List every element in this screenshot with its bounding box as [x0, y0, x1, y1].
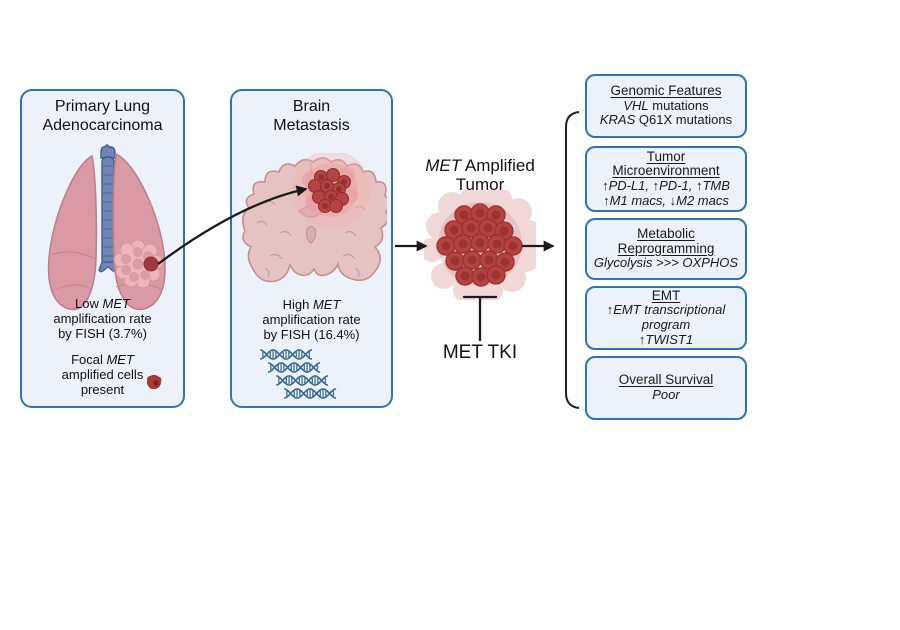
inhibition-symbol: [462, 295, 498, 342]
panel-lung-title: Primary Lung Adenocarcinoma: [22, 98, 183, 135]
tme-title-line2: Microenvironment: [612, 163, 720, 179]
met-tki-label: MET TKI: [442, 342, 518, 363]
genomic-title: Genomic Features: [610, 83, 722, 99]
low-met-note: Low MET amplification rate by FISH (3.7%…: [53, 296, 152, 341]
tme-title-line1: Tumor: [646, 148, 686, 164]
panel-lung-title-line2: Adenocarcinoma: [42, 116, 163, 134]
feature-box-tumor-microenvironment: Tumor Microenvironment ↑PD-L1, ↑PD-1, ↑T…: [585, 146, 747, 212]
lungs-illustration: [47, 144, 166, 311]
metabolic-title-line2: Reprogramming: [617, 240, 715, 256]
feature-bracket: [565, 111, 580, 409]
dna-icon: [274, 374, 332, 387]
brain-stem: [305, 225, 317, 244]
brain-illustration: [241, 153, 387, 283]
panel-lung-title-line1: Primary Lung: [54, 98, 151, 115]
panel-brain-title-line1: Brain: [292, 98, 331, 115]
panel-brain-title-line2: Metastasis: [273, 116, 350, 134]
feature-box-overall-survival: Overall Survival Poor: [585, 356, 747, 420]
survival-title: Overall Survival: [618, 372, 714, 388]
panel-brain-metastasis: Brain Metastasis: [230, 89, 393, 408]
tumor-cluster-illustration: [424, 190, 536, 300]
feature-box-emt: EMT ↑EMT transcriptional program ↑TWIST1: [585, 286, 747, 350]
dna-icon: [258, 348, 316, 361]
brain-tumor-cluster: [291, 153, 371, 230]
panel-primary-lung: Primary Lung Adenocarcinoma: [20, 89, 185, 408]
high-met-note: High MET amplification rate by FISH (16.…: [262, 297, 361, 342]
feature-box-genomic: Genomic Features VHL mutations KRAS Q61X…: [585, 74, 747, 138]
panel-brain-title: Brain Metastasis: [232, 98, 391, 135]
feature-box-metabolic-reprogramming: Metabolic Reprogramming Glycolysis >>> O…: [585, 218, 747, 280]
tumor-cell-icon: [147, 375, 162, 389]
dna-icon: [266, 361, 324, 374]
met-amplified-title: MET Amplified Tumor: [425, 156, 535, 194]
emt-title: EMT: [651, 287, 681, 303]
focal-met-note: Focal MET amplified cells present: [61, 352, 144, 397]
lung-tumor-cluster: [113, 239, 164, 289]
metabolic-title-line1: Metabolic: [637, 226, 695, 242]
dna-icon: [282, 387, 340, 400]
tumor-cell-nuclei: [441, 208, 518, 282]
left-lung: [47, 154, 98, 311]
